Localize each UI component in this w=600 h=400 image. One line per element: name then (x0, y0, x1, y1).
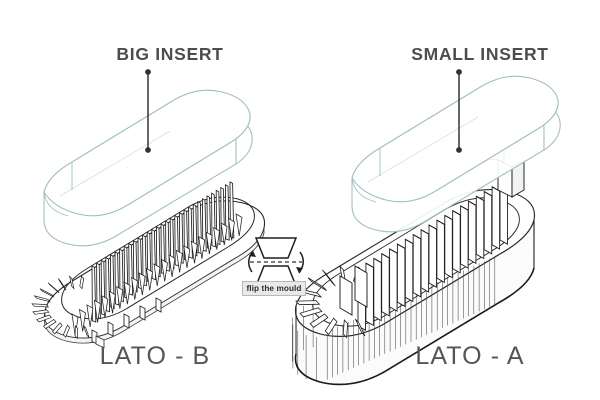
lato-b-footer-label: LATO - B (99, 342, 211, 370)
big-insert-label: BIG INSERT (116, 44, 224, 64)
big-insert-leader (145, 69, 151, 153)
lato-a-insert (351, 75, 561, 233)
trapezoid-top (254, 237, 298, 259)
lato-b-bristles-end (31, 275, 90, 340)
leader-lines (145, 69, 462, 153)
flip-the-mould-caption: flip the mould (242, 281, 306, 296)
part-lato-a (292, 75, 561, 386)
lato-b-bristles-near (71, 213, 243, 337)
small-insert-leader (456, 69, 462, 153)
lato-a-outer-wall (292, 219, 535, 386)
small-insert-label: SMALL INSERT (411, 44, 549, 64)
lato-b-inner-rim (61, 196, 255, 320)
lato-b-insert (43, 89, 253, 247)
lato-b-feet (91, 297, 162, 349)
lato-a-footer-label: LATO - A (415, 342, 525, 370)
part-lato-b (31, 89, 266, 349)
